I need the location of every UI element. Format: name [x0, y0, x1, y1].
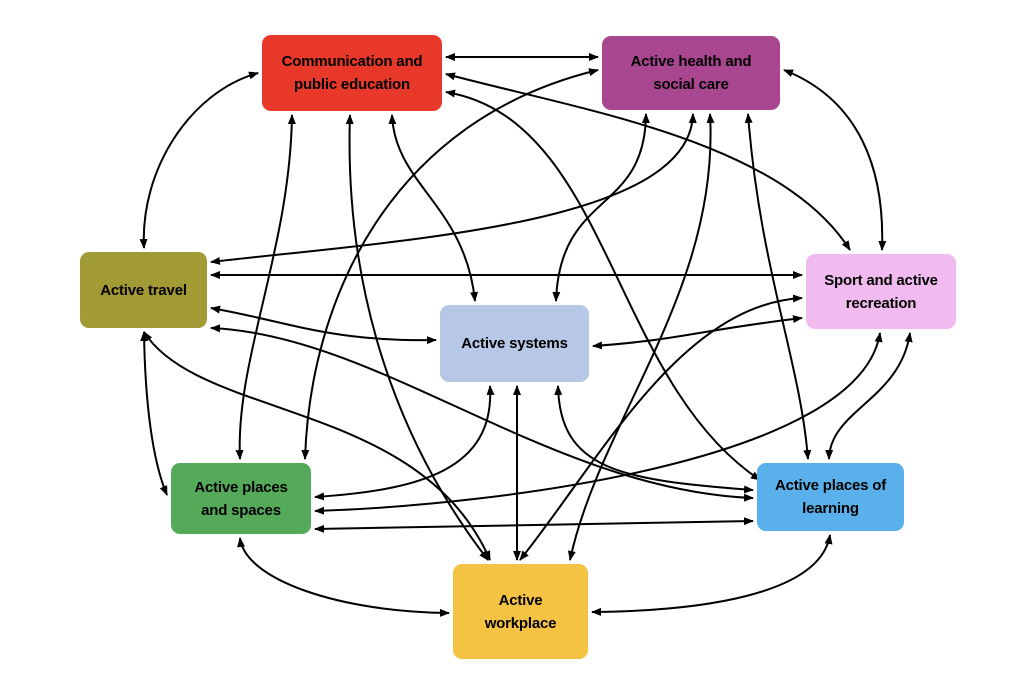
node-active-places-of-learning: Active places of learning [757, 463, 904, 531]
node-active-systems: Active systems [440, 305, 589, 382]
connector-places-learning [314, 517, 754, 533]
node-communication-public-education: Communication and public education [262, 35, 442, 111]
connector-health-learning [744, 113, 812, 460]
connector-health-systems [552, 113, 650, 302]
connector-communication-travel [139, 71, 259, 249]
connector-sport-learning [825, 332, 913, 460]
node-active-places-spaces: Active places and spaces [171, 463, 311, 534]
node-active-workplace: Active workplace [453, 564, 588, 659]
connector-places-workplace [237, 537, 450, 617]
connector-health-sport [783, 69, 887, 251]
node-active-travel: Active travel [80, 252, 207, 328]
node-sport-active-recreation: Sport and active recreation [806, 254, 956, 329]
connector-systems-learning [554, 385, 754, 494]
connector-learning-workplace [591, 534, 833, 616]
connector-systems-places [314, 385, 495, 501]
connector-communication-systems [388, 114, 479, 302]
connector-health-travel [210, 113, 697, 265]
connector-travel-places [140, 331, 168, 496]
connector-health-workplace [567, 113, 715, 561]
node-active-health-social-care: Active health and social care [602, 36, 780, 110]
connector-communication-places [235, 114, 296, 460]
